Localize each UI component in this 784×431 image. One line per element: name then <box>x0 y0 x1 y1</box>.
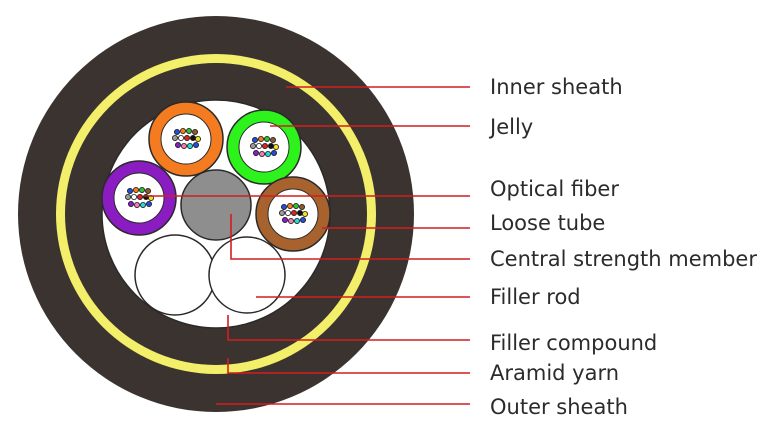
optical-fiber-strand <box>249 142 256 149</box>
optical-fiber-strand <box>183 134 190 141</box>
optical-fiber-strand <box>171 134 178 141</box>
callout-labels: Inner sheath Jelly Optical fiber Loose t… <box>488 75 757 419</box>
central-strength-member-core <box>180 169 252 241</box>
loose-tube-orange <box>148 101 224 177</box>
filler-rod-right <box>208 236 286 314</box>
cable-cross-section <box>18 16 414 412</box>
label-aramid-yarn: Aramid yarn <box>490 361 619 385</box>
optical-fiber-strand <box>192 141 199 148</box>
optical-fiber-strand <box>301 210 308 217</box>
optical-fiber-strand <box>284 209 291 216</box>
leader-aramid-yarn <box>227 358 470 374</box>
label-filler-compound: Filler compound <box>490 331 657 355</box>
leader-lines <box>144 86 470 405</box>
leader-central-strength-member <box>230 214 470 260</box>
label-central-strength-member: Central strength member <box>490 247 757 271</box>
optical-fiber-strand <box>270 149 277 156</box>
optical-fiber-strand <box>278 209 285 216</box>
optical-fiber-strand <box>252 149 259 156</box>
optical-fiber-strand <box>179 127 186 134</box>
loose-tube-green <box>226 109 302 185</box>
optical-fiber-strand <box>290 209 297 216</box>
optical-fiber-strand <box>267 142 274 149</box>
optical-fiber-strand <box>261 142 268 149</box>
optical-fiber-strand <box>174 141 181 148</box>
optical-fiber-strand <box>299 216 306 223</box>
optical-fiber-strand <box>136 193 143 200</box>
optical-fiber-strand <box>138 186 145 193</box>
label-jelly: Jelly <box>488 115 533 139</box>
optical-fiber-strand <box>191 128 198 135</box>
optical-fiber-strand <box>298 203 305 210</box>
label-inner-sheath: Inner sheath <box>490 75 623 99</box>
optical-fiber-strand <box>287 217 294 224</box>
optical-fiber-strand <box>186 142 193 149</box>
optical-fiber-strand <box>286 202 293 209</box>
optical-fiber-strand <box>127 200 134 207</box>
optical-fiber-strand <box>139 201 146 208</box>
optical-fiber-strand <box>185 127 192 134</box>
optical-fiber-strand <box>264 150 271 157</box>
optical-fiber-strand <box>189 134 196 141</box>
optical-fiber-strand <box>173 128 180 135</box>
optical-fiber-strand <box>255 142 262 149</box>
optical-fiber-strand <box>194 135 201 142</box>
optical-fiber-strand <box>133 201 140 208</box>
optical-fiber-strand <box>177 134 184 141</box>
optical-fiber-strand <box>127 187 134 194</box>
optical-fiber-strand <box>269 136 276 143</box>
loose-tube-purple <box>101 160 177 236</box>
optical-fiber-strand <box>125 193 132 200</box>
optical-fiber-strand <box>263 135 270 142</box>
optical-fiber-strand <box>130 193 137 200</box>
optical-fiber-strand <box>281 216 288 223</box>
optical-fiber-strand <box>280 203 287 210</box>
leader-filler-compound <box>227 315 470 341</box>
label-loose-tube: Loose tube <box>490 211 605 235</box>
optical-fiber-strand <box>292 202 299 209</box>
optical-fiber-strand <box>258 150 265 157</box>
optical-fiber-strand <box>132 186 139 193</box>
optical-fiber-strand <box>272 143 279 150</box>
optical-fiber-strand <box>144 187 151 194</box>
optical-fiber-strand <box>142 193 149 200</box>
label-filler-rod: Filler rod <box>490 285 581 309</box>
optical-fiber-strand <box>145 200 152 207</box>
optical-fiber-strand <box>180 142 187 149</box>
optical-fiber-strand <box>296 209 303 216</box>
optical-fiber-strand <box>293 217 300 224</box>
label-outer-sheath: Outer sheath <box>490 395 628 419</box>
optical-fiber-strand <box>251 136 258 143</box>
optical-fiber-strand <box>257 135 264 142</box>
label-optical-fiber: Optical fiber <box>490 177 619 201</box>
filler-rod-left <box>134 234 216 316</box>
loose-tube-brown <box>255 176 331 252</box>
